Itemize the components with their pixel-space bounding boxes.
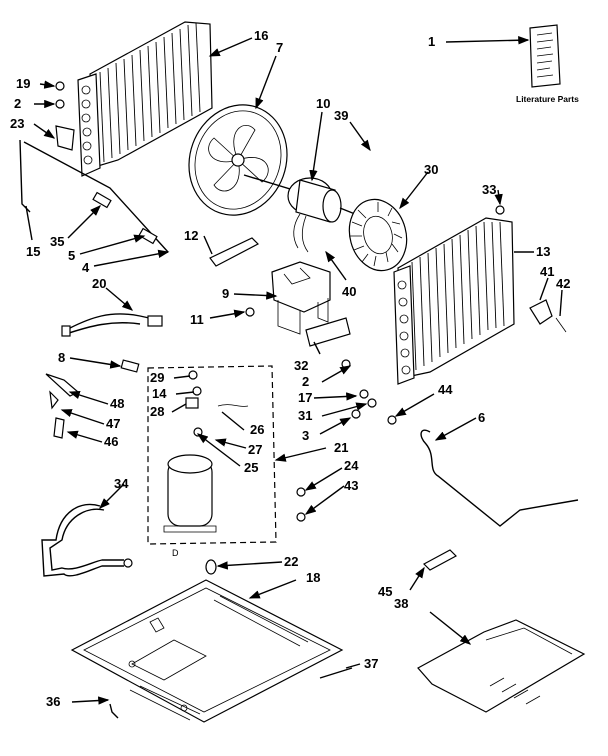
callout-39: 39 (334, 108, 348, 123)
literature-parts: Literature Parts (516, 24, 579, 104)
callout-26: 26 (250, 422, 264, 437)
callout-20: 20 (92, 276, 106, 291)
callout-47: 47 (106, 416, 120, 431)
callout-18: 18 (306, 570, 320, 585)
drain-tube (420, 429, 579, 527)
wiring-harness (61, 313, 163, 337)
callout-31: 31 (298, 408, 312, 423)
callout-41: 41 (540, 264, 554, 279)
callout-48: 48 (110, 396, 124, 411)
callout-5: 5 (68, 248, 75, 263)
thermostat-bracket (529, 299, 567, 333)
callout-11: 11 (190, 312, 204, 327)
fan-motor (243, 174, 361, 253)
screws (55, 81, 505, 522)
callout-4: 4 (82, 260, 90, 275)
leader-lines (25, 36, 563, 705)
thermostat-terminal (19, 125, 169, 253)
motor-mount (271, 261, 331, 335)
callout-24: 24 (344, 458, 359, 473)
callout-22: 22 (284, 554, 298, 569)
insulation-strip (423, 549, 457, 571)
callout-labels: 1 2 2 3 4 5 6 7 8 9 10 11 12 13 14 15 16… (10, 28, 570, 709)
switch-bracket (305, 317, 351, 347)
callout-42: 42 (556, 276, 570, 291)
footnote-mark: D (172, 548, 179, 558)
callout-38: 38 (394, 596, 408, 611)
callout-9: 9 (222, 286, 229, 301)
callout-13: 13 (536, 244, 550, 259)
base-rail (417, 619, 586, 713)
callout-36: 36 (46, 694, 60, 709)
callout-43: 43 (344, 478, 358, 493)
compressor-assembly (147, 365, 277, 545)
callout-12: 12 (184, 228, 198, 243)
callout-14: 14 (152, 386, 167, 401)
condenser-fan-blade (188, 104, 288, 216)
callout-8: 8 (58, 350, 65, 365)
callout-6: 6 (478, 410, 485, 425)
capacitor-strap (209, 237, 260, 267)
callout-33: 33 (482, 182, 496, 197)
evaporator-coil (393, 217, 515, 385)
blower-wheel (348, 198, 408, 272)
callout-1: 1 (428, 34, 435, 49)
callout-21: 21 (334, 440, 348, 455)
callout-40: 40 (342, 284, 356, 299)
callout-27: 27 (248, 442, 262, 457)
literature-parts-caption: Literature Parts (516, 94, 579, 104)
suction-tube (41, 503, 133, 577)
callout-7: 7 (276, 40, 283, 55)
condenser-coil (77, 21, 213, 177)
callout-46: 46 (104, 434, 118, 449)
callout-2b: 2 (302, 374, 309, 389)
callout-3: 3 (302, 428, 309, 443)
callout-19: 19 (16, 76, 30, 91)
callout-44: 44 (438, 382, 453, 397)
grommet (205, 559, 217, 575)
callout-15: 15 (26, 244, 40, 259)
callout-29: 29 (150, 370, 164, 385)
callout-16: 16 (254, 28, 268, 43)
callout-2a: 2 (14, 96, 21, 111)
callout-34: 34 (114, 476, 129, 491)
drain-tube-small (109, 667, 353, 719)
callout-10: 10 (316, 96, 330, 111)
callout-23: 23 (10, 116, 24, 131)
callout-32: 32 (294, 358, 308, 373)
callout-37: 37 (364, 656, 378, 671)
callout-17: 17 (298, 390, 312, 405)
callout-25: 25 (244, 460, 258, 475)
callout-35: 35 (50, 234, 64, 249)
callout-28: 28 (150, 404, 164, 419)
callout-30: 30 (424, 162, 438, 177)
callout-45: 45 (378, 584, 392, 599)
base-pan (70, 579, 344, 723)
